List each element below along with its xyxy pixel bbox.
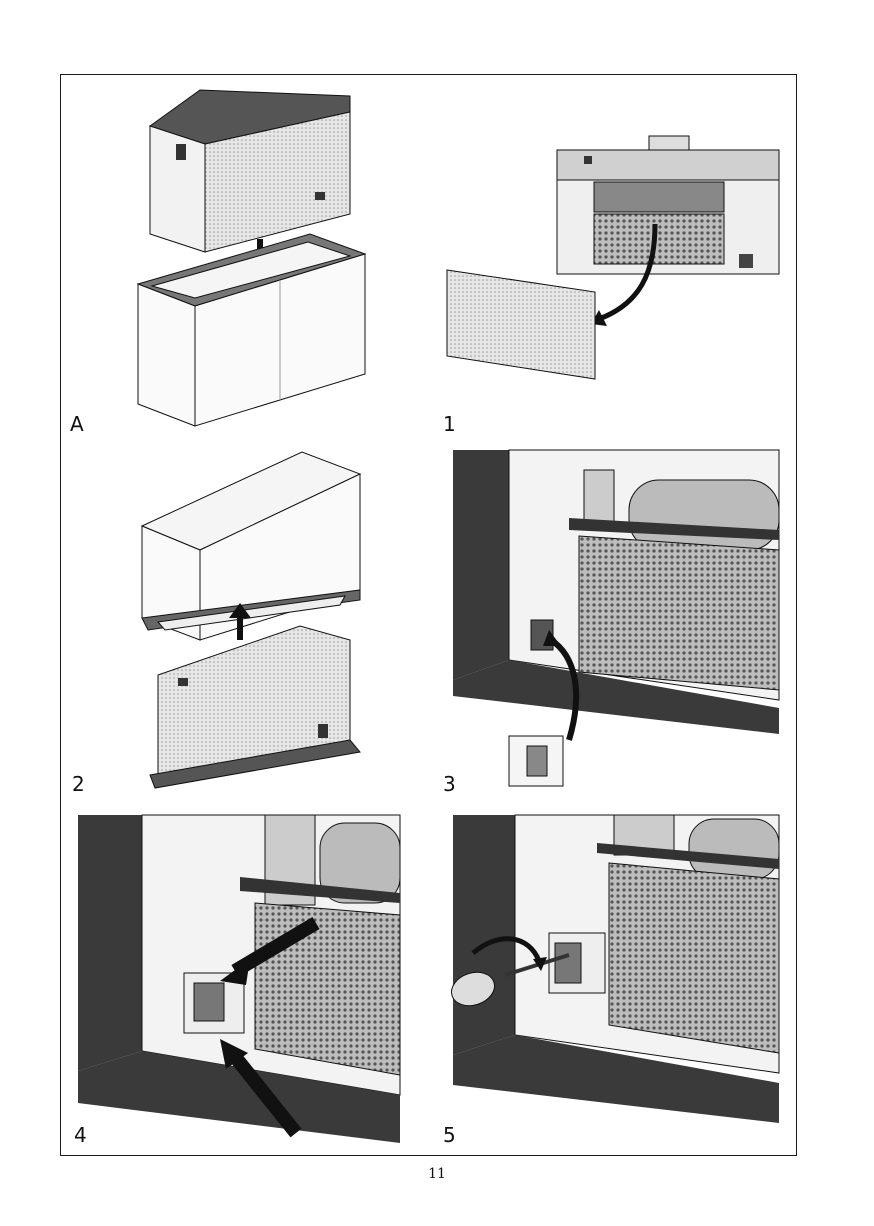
panel-5: 5 xyxy=(429,803,797,1156)
illustration-remove-filter xyxy=(429,74,797,439)
illustration-bracket-screw-points xyxy=(60,803,428,1156)
panel-4: 4 xyxy=(60,803,428,1156)
panel-a: A xyxy=(60,74,428,439)
illustration-hood-into-cabinet xyxy=(60,74,428,439)
panel-label: 1 xyxy=(443,414,456,434)
page-number: 11 xyxy=(0,1166,874,1182)
panel-3: 3 xyxy=(429,440,797,802)
panel-label: 4 xyxy=(74,1125,87,1145)
panel-label: 3 xyxy=(443,774,456,794)
panel-1: 1 xyxy=(429,74,797,439)
illustration-tighten-screw xyxy=(429,803,797,1156)
illustration-lift-cabinet xyxy=(60,440,428,802)
panel-label: 5 xyxy=(443,1125,456,1145)
panel-label: A xyxy=(70,414,84,434)
panel-2: 2 xyxy=(60,440,428,802)
instruction-sheet: A 1 2 xyxy=(60,74,797,1156)
illustration-insert-bracket xyxy=(429,440,797,802)
panel-label: 2 xyxy=(72,774,85,794)
